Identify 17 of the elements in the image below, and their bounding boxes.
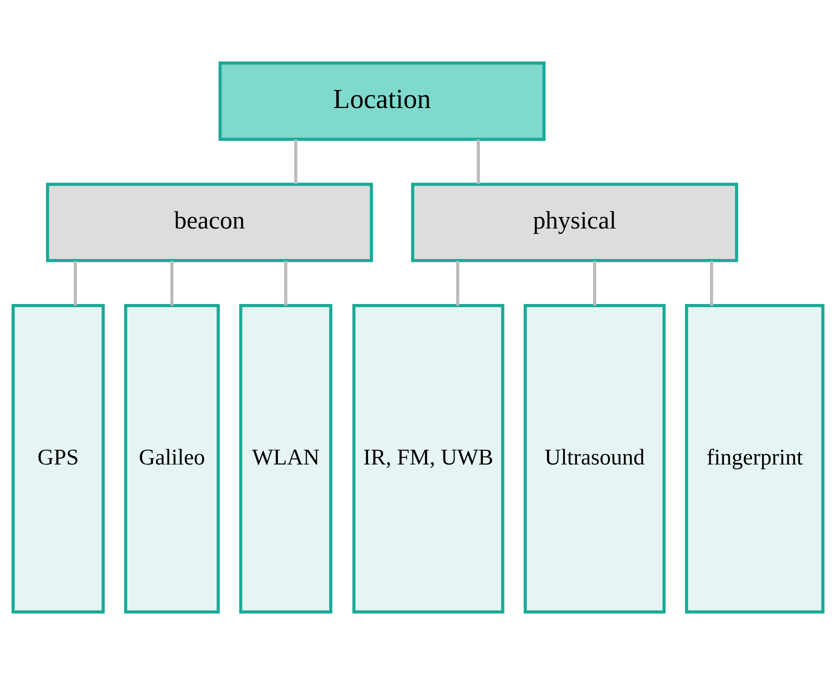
node-box: IR, FM, UWB [352,304,504,614]
node-box: beacon [46,182,373,262]
connector [170,260,174,306]
node-box: Galileo [124,304,220,614]
connector [710,260,714,306]
node-box: physical [411,182,738,262]
node-box: Location [218,61,546,141]
connector [74,260,77,306]
connector [284,260,288,306]
connector [294,140,298,184]
node-box: Ultrasound [524,304,666,614]
connector [456,260,460,306]
connector [476,140,480,184]
connector [593,260,596,306]
node-box: fingerprint [685,304,824,614]
node-box: WLAN [239,304,332,614]
node-box: GPS [12,304,105,614]
